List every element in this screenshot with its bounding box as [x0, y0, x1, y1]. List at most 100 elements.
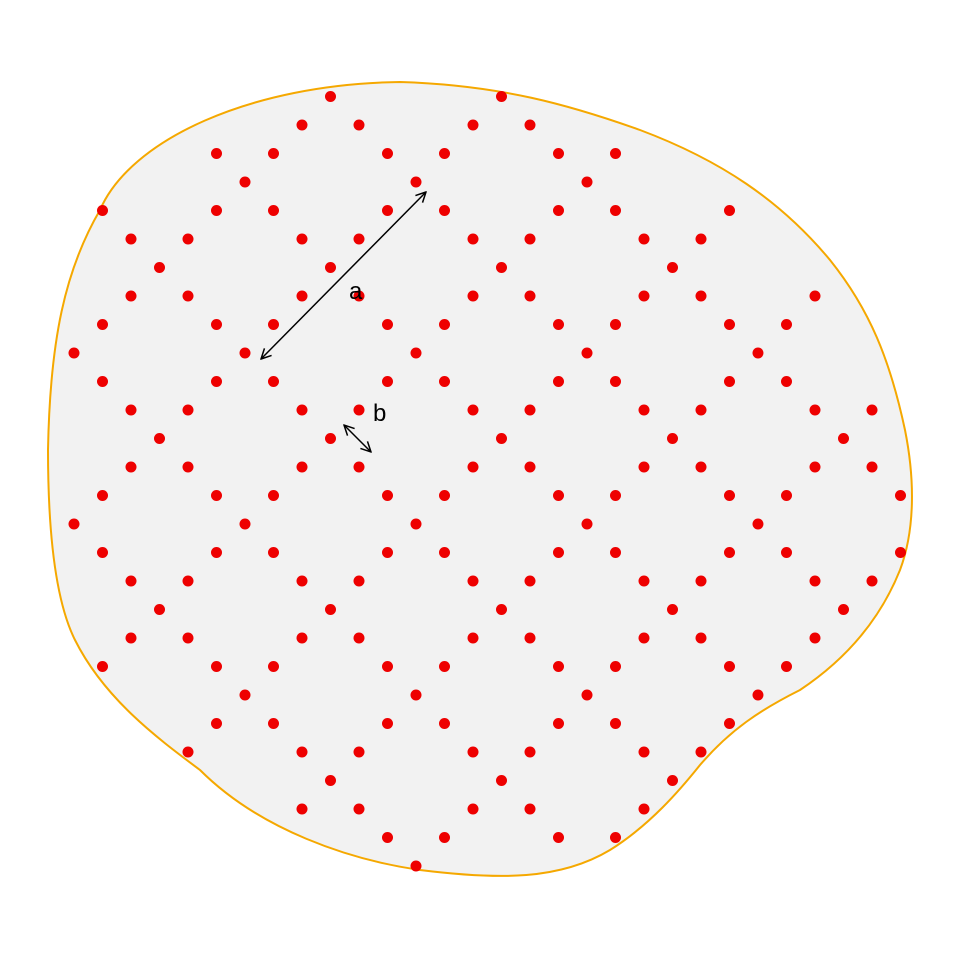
sample-point	[638, 233, 650, 245]
sample-point	[439, 547, 450, 558]
sample-point	[524, 746, 536, 758]
sample-point	[610, 148, 621, 159]
spacing-b-label: b	[373, 400, 386, 427]
sample-point	[781, 661, 792, 672]
sample-point	[895, 490, 906, 501]
sample-point	[781, 319, 792, 330]
sample-point	[439, 148, 450, 159]
sample-point	[553, 376, 564, 387]
sample-point	[439, 661, 450, 672]
sample-point	[211, 718, 222, 729]
sample-point	[467, 803, 479, 815]
sample-point	[866, 575, 878, 587]
sample-point	[667, 604, 678, 615]
sample-point	[439, 376, 450, 387]
sample-point	[467, 233, 479, 245]
sample-point	[610, 547, 621, 558]
sample-point	[296, 803, 308, 815]
sample-point	[182, 233, 194, 245]
sample-point	[382, 718, 393, 729]
sample-point	[524, 119, 536, 131]
sample-point	[724, 547, 735, 558]
sample-point	[524, 461, 536, 473]
sample-point	[553, 490, 564, 501]
sample-point	[553, 205, 564, 216]
sample-point	[125, 632, 137, 644]
sample-point	[211, 376, 222, 387]
sample-point	[353, 119, 365, 131]
sample-point	[353, 746, 365, 758]
sample-point	[410, 347, 422, 359]
sample-point	[296, 233, 308, 245]
sample-point	[353, 575, 365, 587]
sample-point	[268, 490, 279, 501]
sample-point	[353, 461, 365, 473]
sample-point	[353, 803, 365, 815]
sample-point	[268, 547, 279, 558]
sample-point	[809, 575, 821, 587]
sample-point	[667, 775, 678, 786]
sample-point	[467, 632, 479, 644]
sample-point	[553, 319, 564, 330]
sample-point	[97, 547, 108, 558]
sample-point	[524, 803, 536, 815]
sample-point	[467, 404, 479, 416]
sample-point	[325, 775, 336, 786]
sample-point	[296, 290, 308, 302]
sample-point	[296, 119, 308, 131]
sample-point	[97, 661, 108, 672]
sample-point	[325, 604, 336, 615]
sample-point	[125, 233, 137, 245]
sample-point	[496, 262, 507, 273]
sample-point	[182, 746, 194, 758]
spacing-b-arrow	[344, 425, 371, 452]
sample-points-group	[68, 91, 906, 872]
sample-point	[211, 661, 222, 672]
sample-point	[496, 433, 507, 444]
sample-point	[838, 433, 849, 444]
sample-point	[182, 461, 194, 473]
sample-point	[667, 262, 678, 273]
spacing-a-arrow	[261, 192, 426, 359]
sample-point	[382, 661, 393, 672]
sample-point	[97, 319, 108, 330]
sample-point	[724, 490, 735, 501]
sample-point	[268, 205, 279, 216]
sample-point	[467, 461, 479, 473]
sample-point	[581, 518, 593, 530]
sample-point	[638, 632, 650, 644]
sample-point	[296, 575, 308, 587]
sample-point	[610, 205, 621, 216]
sample-point	[610, 490, 621, 501]
sample-point	[638, 803, 650, 815]
sample-point	[325, 433, 336, 444]
sample-point	[382, 490, 393, 501]
sample-point	[496, 91, 507, 102]
sample-point	[781, 547, 792, 558]
sample-point	[638, 290, 650, 302]
sample-point	[610, 376, 621, 387]
sample-point	[809, 461, 821, 473]
sample-point	[724, 319, 735, 330]
sample-point	[268, 148, 279, 159]
sample-point	[125, 404, 137, 416]
sample-point	[610, 319, 621, 330]
sample-point	[439, 832, 450, 843]
sample-point	[382, 547, 393, 558]
sample-point	[211, 205, 222, 216]
sample-point	[68, 347, 80, 359]
sample-point	[695, 746, 707, 758]
sample-point	[866, 404, 878, 416]
sample-point	[410, 689, 422, 701]
sample-point	[524, 632, 536, 644]
sample-point	[467, 575, 479, 587]
sample-point	[467, 746, 479, 758]
sample-point	[154, 262, 165, 273]
sample-point	[439, 319, 450, 330]
sample-point	[809, 404, 821, 416]
sample-point	[752, 518, 764, 530]
sample-point	[752, 689, 764, 701]
sample-point	[382, 205, 393, 216]
sample-point	[382, 376, 393, 387]
